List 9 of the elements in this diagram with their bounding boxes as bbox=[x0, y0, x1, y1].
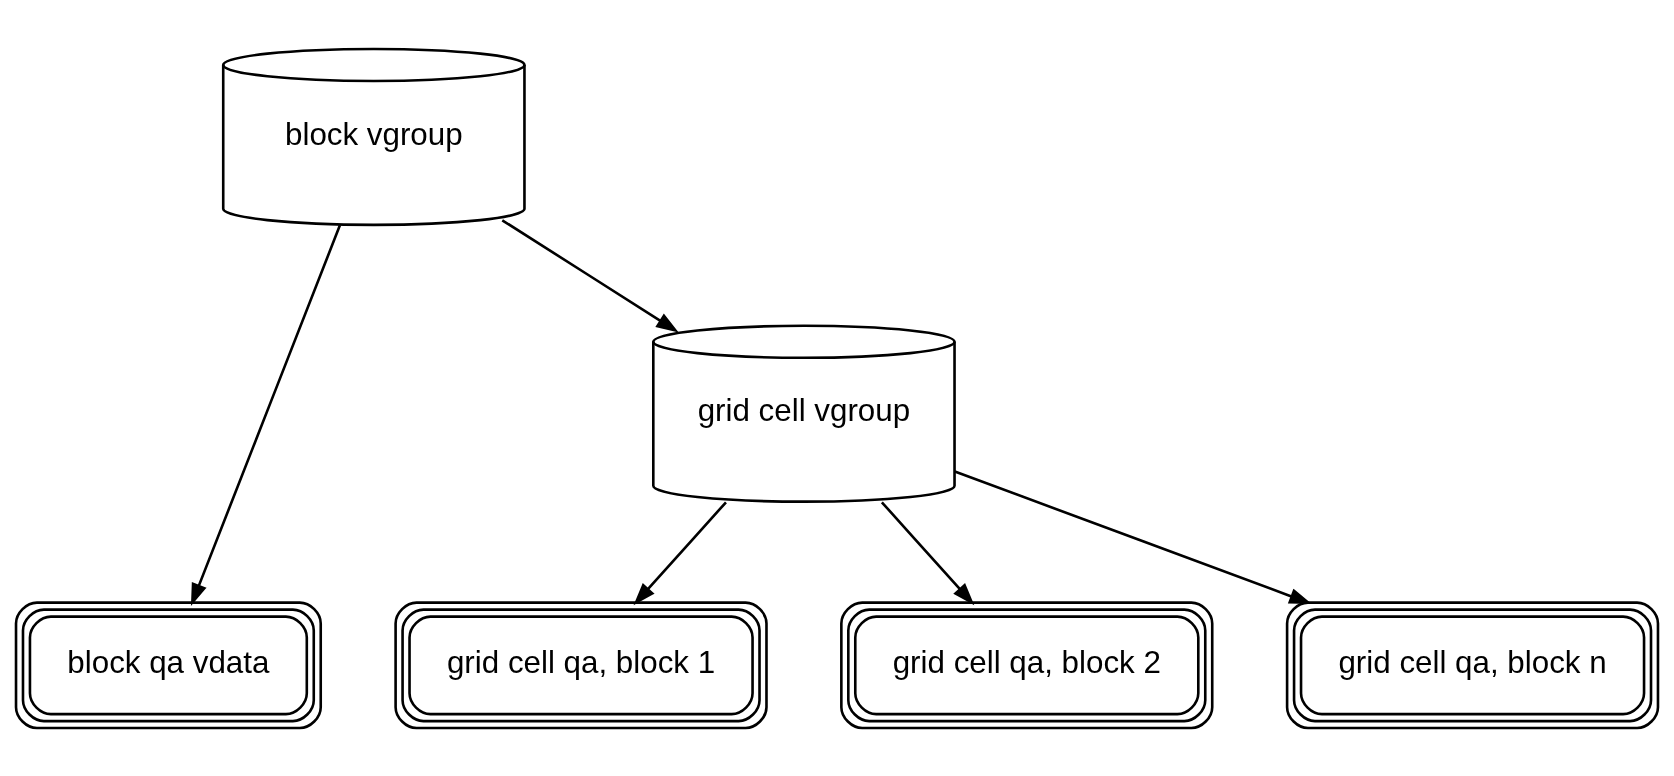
node-box: block qa vdata bbox=[14, 600, 323, 729]
node-box: grid cell qa, block n bbox=[1285, 600, 1660, 729]
arrow bbox=[501, 218, 679, 332]
node-box: grid cell qa, block 2 bbox=[840, 600, 1214, 729]
arrow bbox=[190, 224, 342, 606]
node-box: grid cell qa, block 1 bbox=[394, 600, 768, 729]
arrow bbox=[633, 500, 727, 605]
arrow bbox=[880, 500, 975, 605]
arrow bbox=[954, 469, 1312, 604]
